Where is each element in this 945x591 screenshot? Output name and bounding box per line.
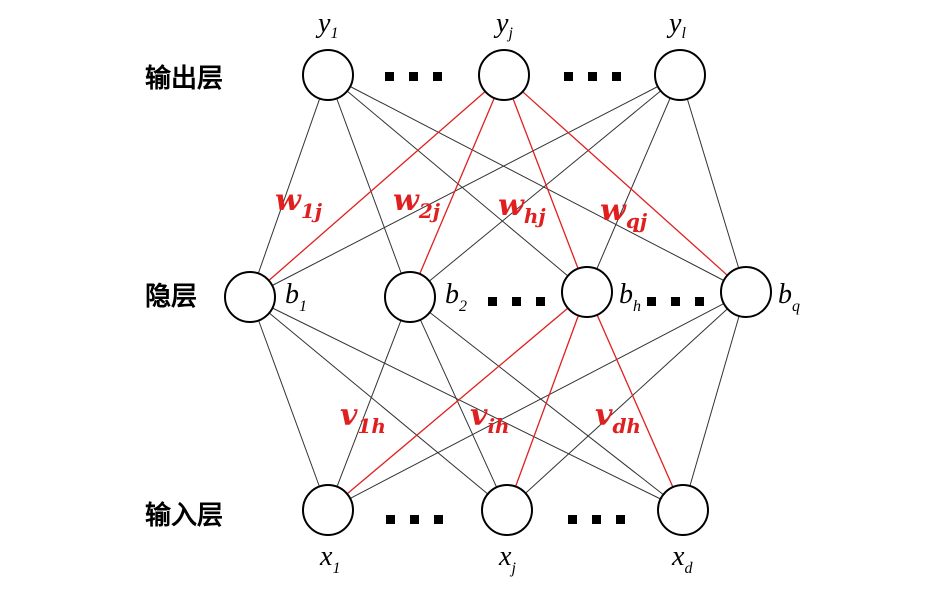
hidden-layer-label: 隐层: [145, 282, 197, 312]
node-yj: [478, 49, 530, 101]
node-b1: [224, 271, 276, 323]
label-yl: yl: [666, 8, 686, 42]
weight-w2j: w2j: [393, 183, 441, 223]
edge-i2-h0: [272, 307, 661, 500]
node-bh: [561, 266, 613, 318]
label-xj: xj: [498, 541, 516, 577]
label-bq: bq: [778, 279, 800, 315]
edge-i0-h0: [258, 320, 320, 487]
label-b2: b2: [445, 279, 467, 315]
label-b1: b1: [285, 279, 307, 315]
edge-i0-h1: [336, 320, 402, 487]
edge-i0-h3: [349, 303, 725, 499]
edge-i1-h0: [268, 312, 489, 495]
edge-i0-h2: [346, 307, 569, 495]
label-y1: y1: [315, 8, 338, 42]
node-y1: [302, 49, 354, 101]
edge-i1-h3: [525, 308, 728, 494]
weight-whj: whj: [498, 188, 546, 228]
label-yj: yj: [493, 8, 513, 42]
node-x1: [302, 484, 354, 536]
node-xd: [657, 484, 709, 536]
label-xd: xd: [671, 541, 693, 577]
edge-i1-h1: [419, 319, 498, 488]
input-layer-label: 输入层: [145, 500, 223, 531]
edge-i1-h2: [514, 315, 580, 487]
edge-i2-h3: [689, 315, 740, 487]
edge-h0-o2: [271, 86, 659, 286]
edge-h3-o2: [686, 98, 740, 269]
weight-vih: vih: [470, 398, 510, 438]
weight-v1h: v1h: [340, 398, 386, 438]
edge-h2-o2: [596, 97, 671, 270]
node-yl: [654, 49, 706, 101]
node-b2: [384, 271, 436, 323]
edge-h3-o1: [522, 91, 728, 276]
edge-h1-o1: [419, 97, 495, 275]
edge-i2-h2: [596, 314, 674, 488]
edge-h1-o2: [428, 90, 662, 282]
highlighted-edges: [268, 91, 728, 495]
node-xj: [481, 484, 533, 536]
edge-h0-o0: [257, 98, 321, 274]
weight-w1j: w1j: [275, 183, 323, 223]
label-x1: x1: [319, 541, 340, 577]
ellipsis-dots: [385, 72, 704, 524]
output-layer-label: 输出层: [145, 63, 223, 94]
edge-h2-o1: [512, 98, 579, 269]
node-bq: [720, 266, 772, 318]
label-bh: bh: [619, 279, 641, 315]
edge-h3-o0: [349, 86, 725, 281]
edge-h0-o1: [268, 91, 486, 281]
edge-h1-o0: [336, 98, 402, 274]
weight-wqj: wqj: [600, 193, 648, 233]
weight-vdh: vdh: [595, 398, 641, 438]
